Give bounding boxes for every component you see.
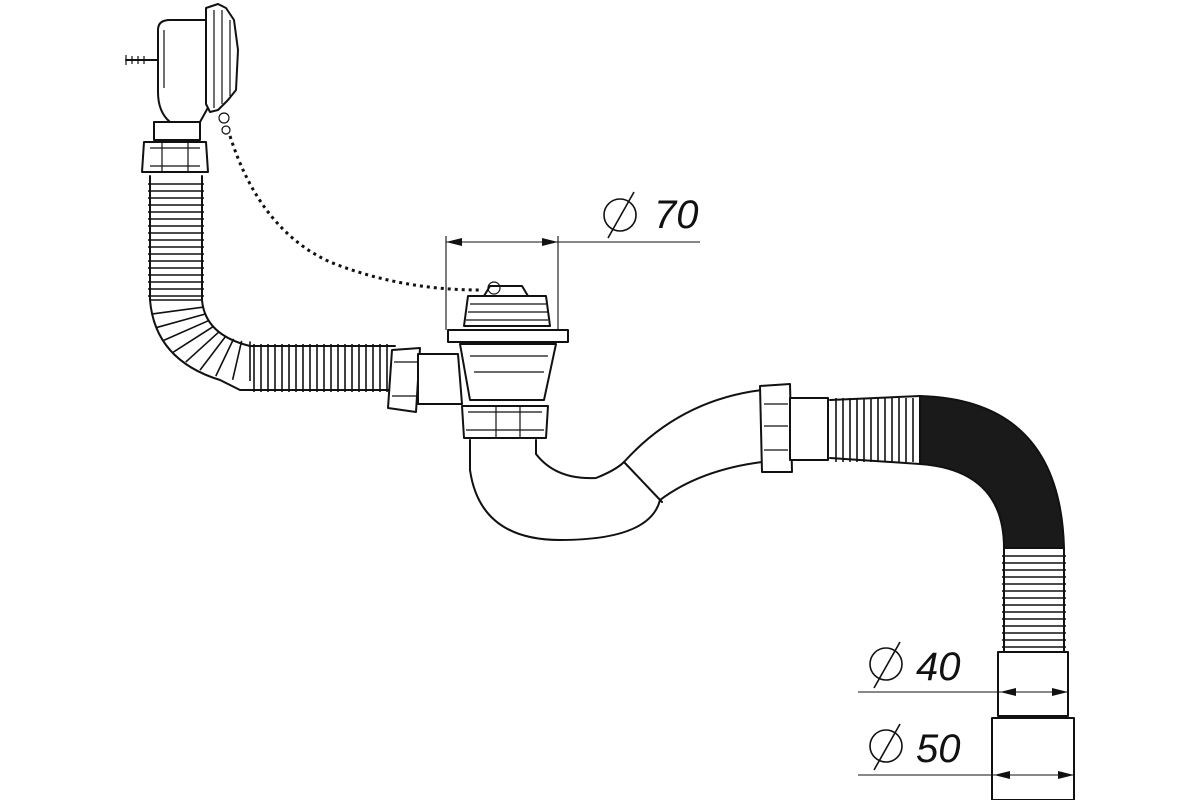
chain-ring (218, 112, 230, 124)
dimension-40-label: 40 (916, 645, 961, 689)
drain-plug (463, 295, 551, 327)
outlet-corrugated-hose (829, 394, 1066, 653)
overflow-assembly (125, 3, 239, 173)
dimension-70: 70 (445, 191, 700, 330)
tee-side-nut (387, 347, 421, 413)
overflow-nut (141, 141, 209, 173)
drain-flange (447, 329, 569, 343)
outlet-pipe (789, 397, 829, 461)
overflow-body (157, 19, 211, 123)
adapter-50 (991, 717, 1075, 800)
tee-side-pipe (417, 353, 463, 405)
drain-body (417, 281, 569, 439)
overflow-corrugated-hose (148, 175, 396, 392)
outlet-nut (759, 383, 793, 473)
dimension-40: 40 (858, 641, 1068, 696)
drain-nut (461, 405, 549, 439)
adapter-40 (997, 651, 1069, 717)
chain (228, 135, 481, 292)
dimension-70-label: 70 (654, 193, 699, 237)
dimension-50-label: 50 (916, 727, 961, 771)
u-trap (469, 389, 763, 541)
dimension-50: 50 (858, 723, 1074, 779)
dark-corrugated-bend (919, 394, 1066, 549)
